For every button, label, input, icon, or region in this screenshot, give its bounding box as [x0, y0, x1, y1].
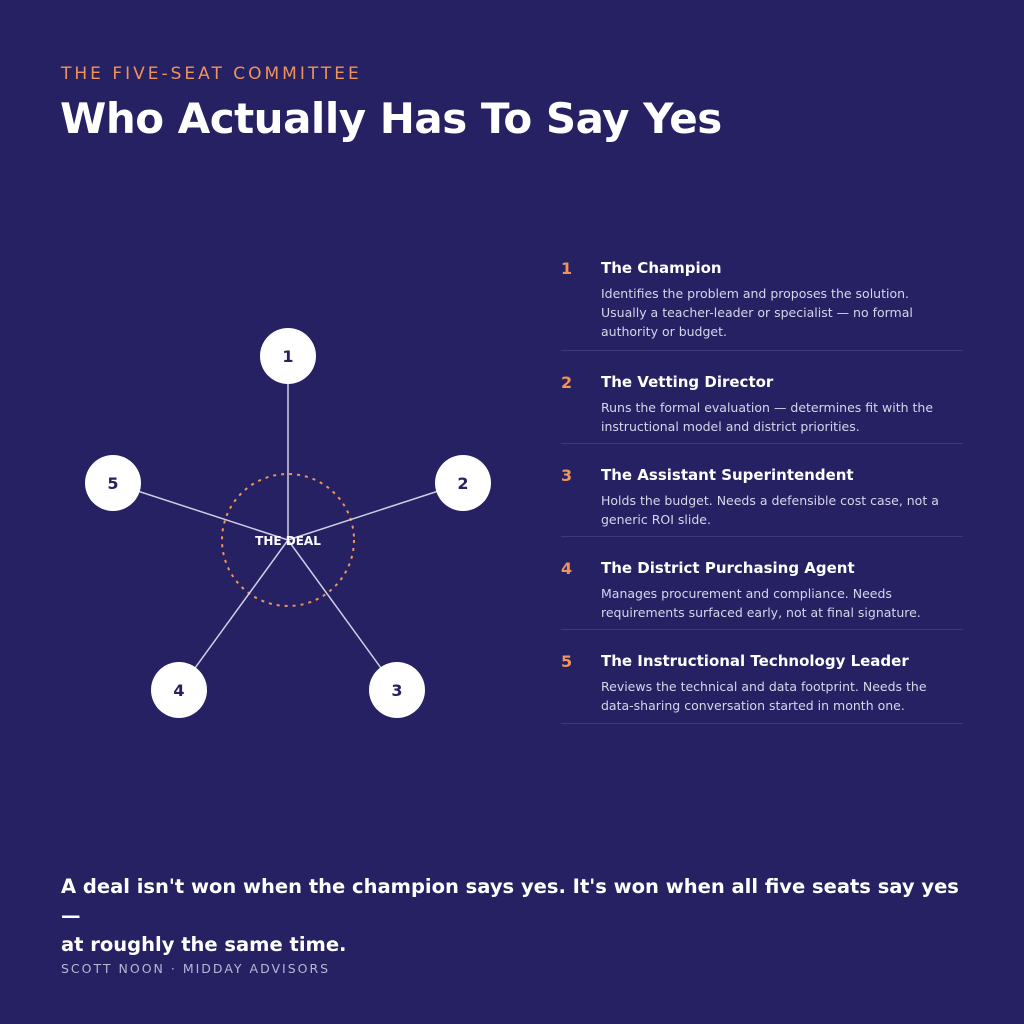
node-5-circle	[85, 455, 141, 511]
node-4: 4	[151, 662, 207, 718]
seat-description: Manages procurement and compliance. Need…	[601, 584, 963, 622]
node-5: 5	[85, 455, 141, 511]
node-2: 2	[435, 455, 491, 511]
desc-line: Manages procurement and compliance. Need…	[601, 586, 892, 601]
node-3-circle	[369, 662, 425, 718]
node-2-circle	[435, 455, 491, 511]
seat-description: Runs the formal evaluation — determines …	[601, 398, 963, 436]
seat-description: Holds the budget. Needs a defensible cos…	[601, 491, 963, 529]
seat-number: 4	[561, 559, 573, 578]
quote-line: at roughly the same time.	[61, 933, 347, 956]
node-1: 1	[260, 328, 316, 384]
seat-item-assistant-superintendent: 3 The Assistant Superintendent Holds the…	[561, 444, 963, 537]
deal-label: THE DEAL	[255, 534, 321, 548]
desc-line: Runs the formal evaluation — determines …	[601, 400, 934, 415]
seat-description: Identifies the problem and proposes the …	[601, 284, 963, 341]
seat-number: 1	[561, 259, 573, 278]
node-5-label: 5	[107, 474, 118, 493]
seat-description: Reviews the technical and data footprint…	[601, 677, 963, 715]
desc-line: Reviews the technical and data footprint…	[601, 679, 927, 694]
eyebrow-label: THE FIVE-SEAT COMMITTEE	[61, 64, 362, 84]
seat-role: The District Purchasing Agent	[601, 559, 855, 577]
closing-quote: A deal isn't won when the champion says …	[61, 872, 961, 959]
node-3: 3	[369, 662, 425, 718]
desc-line: Usually a teacher-leader or specialist —…	[601, 305, 913, 320]
seat-item-purchasing-agent: 4 The District Purchasing Agent Manages …	[561, 537, 963, 630]
seat-item-instructional-technology-leader: 5 The Instructional Technology Leader Re…	[561, 630, 963, 724]
node-3-label: 3	[391, 681, 402, 700]
footer-credit: SCOTT NOON · MIDDAY ADVISORS	[61, 961, 331, 976]
node-4-circle	[151, 662, 207, 718]
page-title: Who Actually Has To Say Yes	[60, 94, 722, 143]
node-2-label: 2	[457, 474, 468, 493]
node-1-label: 1	[282, 347, 293, 366]
seat-number: 5	[561, 652, 573, 671]
desc-line: Identifies the problem and proposes the …	[601, 286, 910, 301]
seat-role: The Instructional Technology Leader	[601, 652, 909, 670]
seat-list: 1 The Champion Identifies the problem an…	[561, 251, 963, 724]
seat-role: The Champion	[601, 259, 722, 277]
seat-item-vetting-director: 2 The Vetting Director Runs the formal e…	[561, 351, 963, 444]
seat-item-champion: 1 The Champion Identifies the problem an…	[561, 251, 963, 351]
node-4-label: 4	[173, 681, 184, 700]
seat-role: The Vetting Director	[601, 373, 774, 391]
desc-line: data-sharing conversation started in mon…	[601, 698, 905, 713]
seat-number: 3	[561, 466, 573, 485]
deal-ring	[221, 473, 355, 607]
desc-line: generic ROI slide.	[601, 512, 711, 527]
desc-line: authority or budget.	[601, 324, 727, 339]
desc-line: requirements surfaced early, not at fina…	[601, 605, 921, 620]
quote-line: A deal isn't won when the champion says …	[61, 875, 959, 927]
seat-number: 2	[561, 373, 573, 392]
seat-role: The Assistant Superintendent	[601, 466, 854, 484]
desc-line: Holds the budget. Needs a defensible cos…	[601, 493, 939, 508]
desc-line: instructional model and district priorit…	[601, 419, 860, 434]
node-1-circle	[260, 328, 316, 384]
